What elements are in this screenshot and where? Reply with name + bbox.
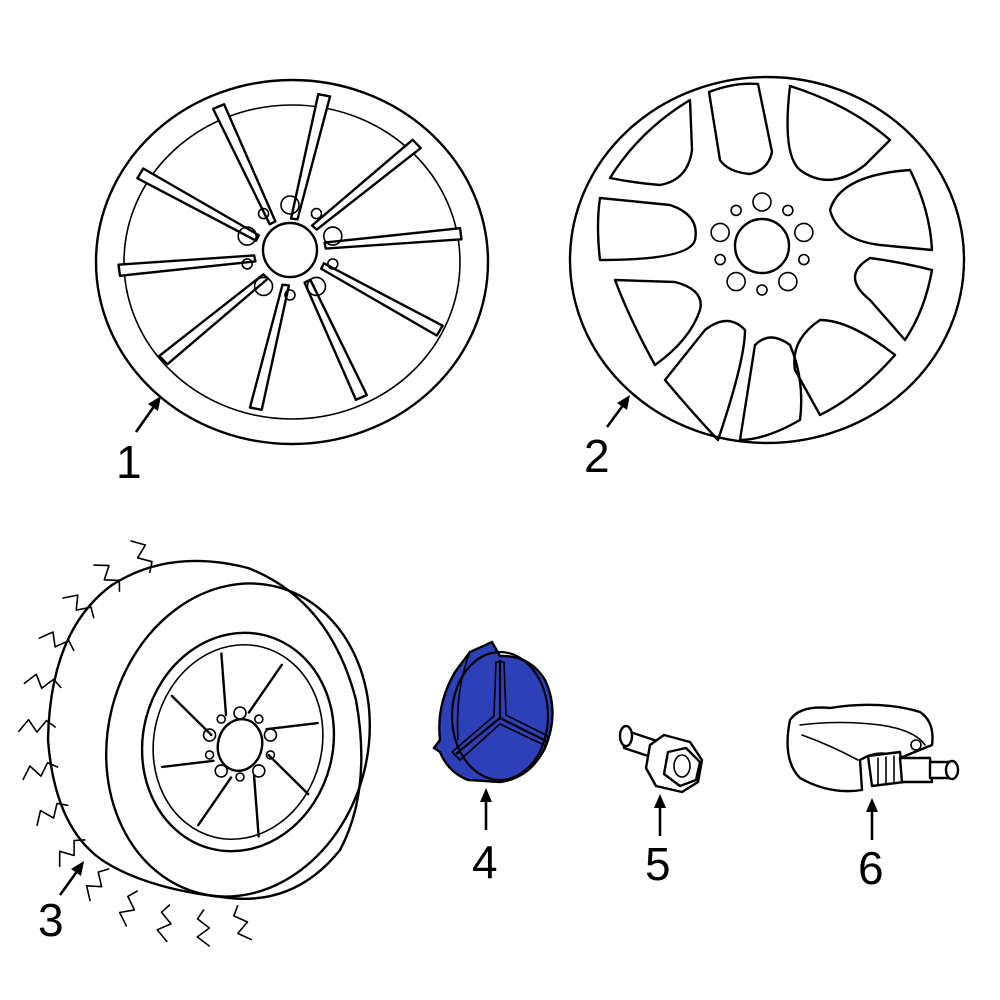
wheel-1-spoke — [319, 262, 444, 337]
lug-hole — [794, 222, 814, 243]
wheel-1-spoke — [136, 167, 261, 242]
lug-hole — [798, 253, 810, 266]
callout-5: 5 — [645, 794, 671, 890]
wheel-1-spoke — [289, 93, 332, 221]
wheel-1-spoke — [248, 283, 291, 411]
lug-hole — [306, 276, 327, 297]
lug-hole — [253, 276, 274, 297]
lug-hole — [778, 271, 798, 292]
tread-block — [62, 594, 95, 619]
tread-block — [118, 890, 138, 927]
lug-hole — [263, 728, 278, 742]
part-5-lug-bolt[interactable] — [618, 724, 704, 794]
wheel-2-lug-holes — [710, 192, 814, 296]
lug-hole — [265, 750, 276, 760]
wheel-1-spoke — [117, 254, 257, 277]
wheel-3-spoke — [267, 753, 310, 796]
lug-hole — [714, 253, 726, 266]
tread-block — [18, 718, 56, 733]
tread-block — [85, 868, 110, 902]
lug-hole — [214, 764, 228, 778]
tread-block — [58, 839, 86, 868]
part-4-center-cap[interactable] — [432, 640, 554, 784]
lug-hole — [310, 207, 323, 220]
wheel-1-spoke — [310, 138, 422, 231]
lug-hole — [216, 714, 226, 724]
tire-wheel-spokes — [161, 652, 319, 838]
tread-block — [38, 631, 75, 652]
wheel-3-spoke — [196, 776, 233, 827]
callout-label-6: 6 — [858, 842, 884, 894]
lug-hole — [257, 207, 270, 220]
lug-hole — [241, 258, 254, 270]
callout-label-4: 4 — [472, 836, 498, 888]
callout-label-3: 3 — [38, 894, 64, 946]
callout-1: 1 — [116, 396, 161, 488]
callout-label-5: 5 — [645, 838, 671, 890]
lug-hole — [726, 271, 746, 292]
tread-block — [22, 761, 59, 781]
wheel-3-spoke — [220, 652, 228, 717]
tread-block — [93, 564, 121, 592]
lug-hole — [284, 289, 296, 301]
lug-hole — [756, 284, 768, 296]
callout-6: 6 — [858, 798, 884, 894]
wheel-3-spoke — [161, 759, 215, 769]
wheel-1-spoke — [211, 103, 277, 226]
lug-hole — [710, 222, 730, 243]
callout-4: 4 — [472, 788, 498, 888]
wheel-3-spoke — [170, 694, 213, 737]
tread-block — [130, 540, 153, 574]
lug-hole — [237, 226, 258, 246]
wheel-1-lug-holes — [237, 195, 343, 301]
wheel-1-spoke — [158, 273, 270, 366]
wheel-3-spoke — [265, 721, 319, 731]
lug-hole — [322, 226, 343, 246]
lug-hole — [254, 714, 264, 724]
lug-hole — [730, 204, 742, 217]
tire-tread-pattern — [18, 540, 253, 947]
wheel-3-spoke — [247, 663, 284, 714]
wheel-3-spoke — [252, 773, 260, 838]
lug-hole — [252, 764, 266, 778]
part-3-tire[interactable] — [18, 540, 402, 947]
lug-hole — [235, 772, 245, 782]
wheel-1-spoke — [323, 227, 463, 250]
tread-block — [36, 802, 69, 826]
callout-2: 2 — [584, 395, 630, 482]
wheel-1-spokes — [117, 93, 463, 411]
part-2-wheel[interactable] — [568, 75, 966, 445]
lug-hole — [326, 258, 339, 270]
tread-block — [156, 904, 172, 943]
lug-hole — [752, 192, 772, 212]
lug-hole — [280, 195, 300, 215]
callout-3: 3 — [38, 861, 84, 946]
callout-label-1: 1 — [116, 436, 142, 488]
tread-block — [233, 905, 253, 941]
lug-hole — [233, 706, 247, 720]
tread-block — [23, 673, 62, 690]
lug-hole — [782, 204, 794, 217]
lug-hole — [202, 728, 217, 742]
wheel-1-spoke — [303, 278, 369, 401]
callout-label-2: 2 — [584, 430, 610, 482]
part-6-tpms-sensor[interactable] — [786, 703, 960, 793]
tire-wheel-lug-holes — [202, 706, 278, 782]
part-1-wheel[interactable] — [94, 78, 490, 446]
lug-hole — [204, 750, 215, 760]
tread-block — [196, 909, 211, 947]
